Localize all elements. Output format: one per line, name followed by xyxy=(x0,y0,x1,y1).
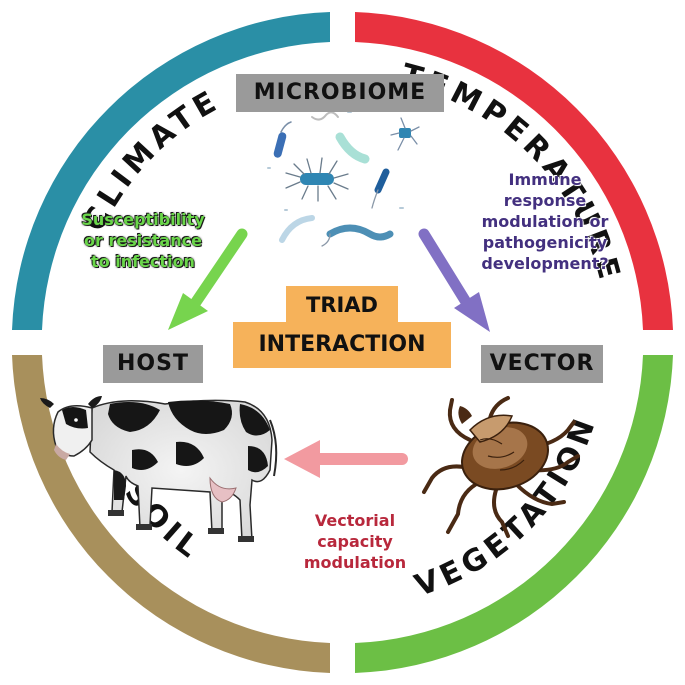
vector-node: VECTOR xyxy=(481,345,603,383)
cow-icon xyxy=(40,396,278,542)
susceptibility-label: Susceptibility or resistance to infectio… xyxy=(81,210,205,271)
interaction-label: INTERACTION xyxy=(233,322,451,368)
temperature-ring-segment xyxy=(355,12,673,330)
climate-ring-segment xyxy=(12,12,330,330)
host-node: HOST xyxy=(103,345,203,383)
vector-to-host-arrow xyxy=(284,440,408,478)
bacteria-icon xyxy=(267,111,420,247)
immune-response-label: Immune response modulation or pathogenic… xyxy=(481,170,609,273)
vectorial-capacity-label: Vectorial capacity modulation xyxy=(303,511,407,572)
triad-label: TRIAD xyxy=(286,286,398,324)
tick-icon xyxy=(422,396,580,538)
microbiome-to-host-arrow xyxy=(168,228,248,330)
microbiome-to-vector-arrow xyxy=(418,228,490,332)
vegetation-ring-segment xyxy=(355,355,673,673)
soil-ring-segment xyxy=(12,355,330,673)
microbiome-node: MICROBIOME xyxy=(236,74,444,112)
